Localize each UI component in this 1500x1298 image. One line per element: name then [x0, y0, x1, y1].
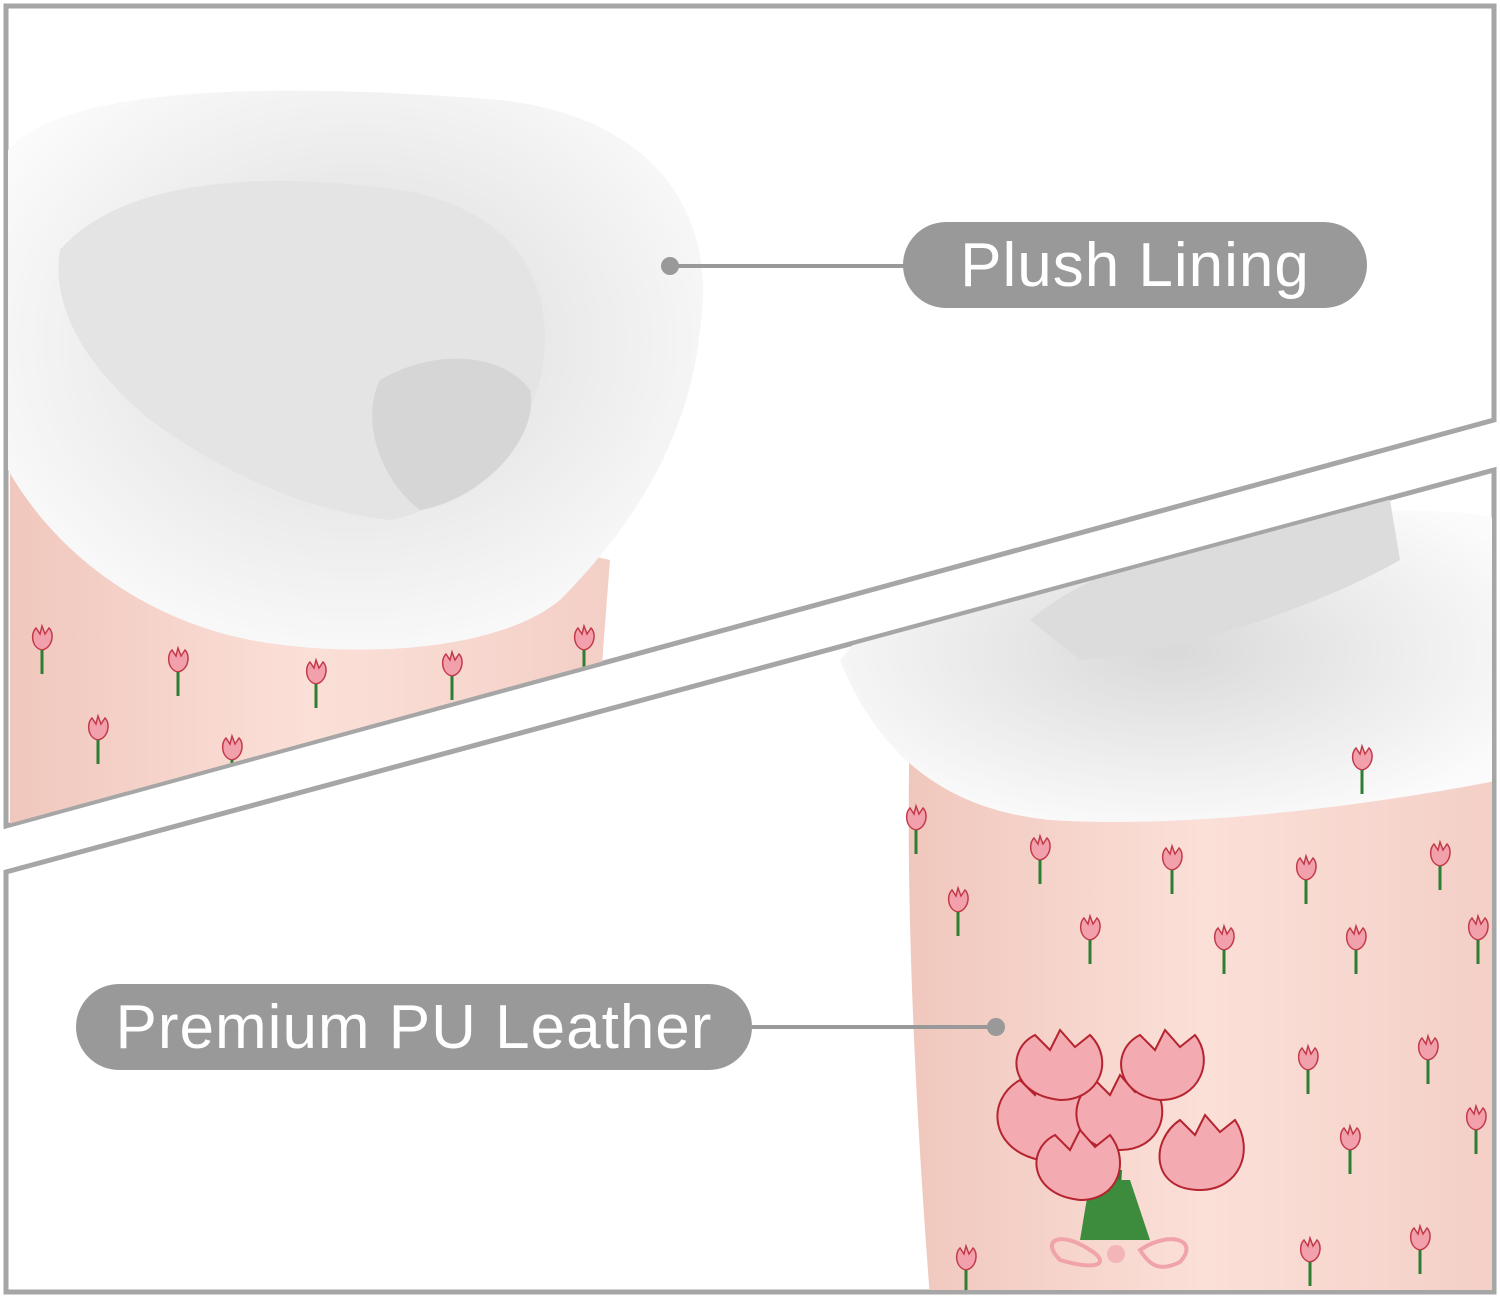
- callout-connector-bottom: [752, 1018, 1005, 1036]
- callout-connector-top: [661, 257, 905, 275]
- upper-boot-image: [8, 90, 704, 824]
- plush-lining-label: Plush Lining: [903, 222, 1367, 308]
- tulip-bouquet-graphic: [996, 1028, 1245, 1269]
- premium-pu-leather-label: Premium PU Leather: [76, 984, 752, 1070]
